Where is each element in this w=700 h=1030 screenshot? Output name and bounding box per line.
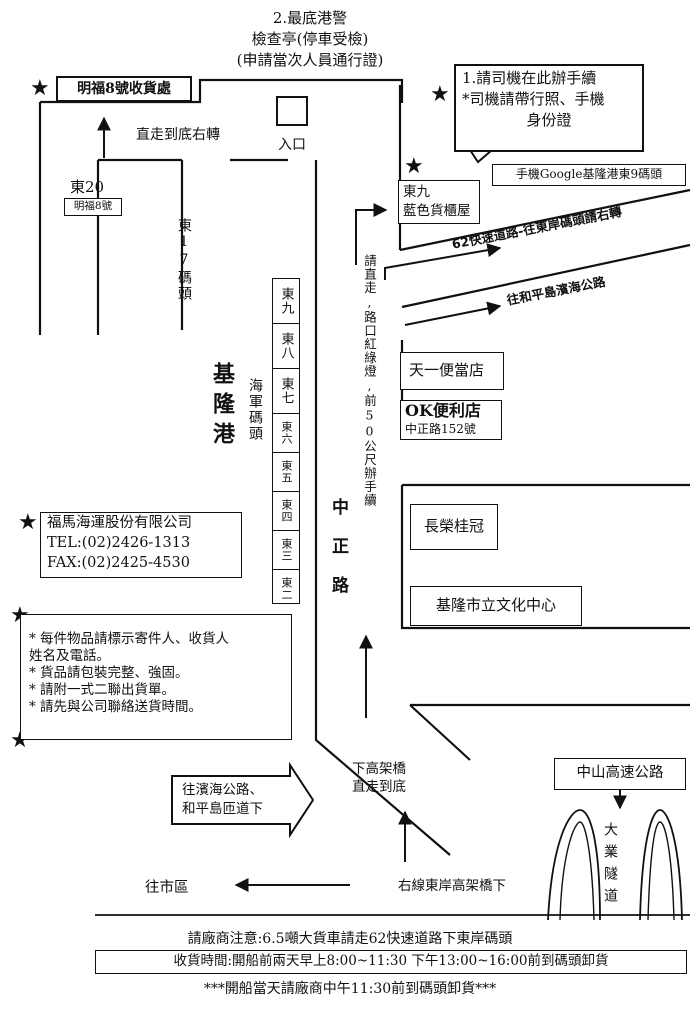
mingfu-label: 明福8號收貨處 bbox=[77, 81, 171, 97]
checkpoint-line3: (申請當次人員通行證) bbox=[236, 51, 384, 69]
vertical-instruction-note: 請直走,路口紅綠燈,前50公尺辦手續 bbox=[362, 254, 377, 507]
note-line-2: 姓名及電話。 bbox=[29, 648, 110, 664]
to-city-label: 往市區 bbox=[145, 880, 189, 896]
driver-instructions-box: 1.請司機在此辦手續 *司機請帶行照、手機 身份證 bbox=[454, 64, 644, 152]
east20-sub-label: 明福8號 bbox=[73, 200, 113, 212]
wharf-east5-label: 東五 bbox=[280, 460, 293, 484]
checkpoint-line2: 檢查亭(停車受檢) bbox=[251, 30, 369, 48]
mingfu-receiving-box: 明福8號收貨處 bbox=[56, 76, 192, 102]
culture-center-box: 基隆市立文化中心 bbox=[410, 586, 582, 626]
wharf-east6-label: 東六 bbox=[280, 421, 293, 445]
star-icon: ★ bbox=[430, 82, 450, 107]
note-line-3: * 貨品請包裝完整、強固。 bbox=[29, 665, 189, 681]
driver-line3: 身份證 bbox=[526, 111, 572, 129]
footer-notice: 請廠商注意:6.5噸大貨車請走62快速道路下東岸碼頭 bbox=[187, 931, 513, 947]
wharf-east8-label: 東八 bbox=[278, 332, 294, 360]
wharf-east3-label: 東三 bbox=[280, 538, 293, 562]
east17-label: 東17碼頭 bbox=[176, 218, 192, 302]
wharf-east9: 東九 bbox=[273, 279, 299, 324]
wharf-east8: 東八 bbox=[273, 324, 299, 369]
changrong-box: 長榮桂冠 bbox=[410, 504, 498, 550]
google-note-label: 手機Google基隆港東9碼頭 bbox=[515, 167, 663, 181]
top-road-outer bbox=[40, 78, 404, 104]
coastal-line1: 往濱海公路、 bbox=[182, 782, 263, 798]
star-icon: ★ bbox=[30, 76, 50, 101]
overpass-down-label: 下高架橋 直走到底 bbox=[352, 760, 406, 796]
coastal-box-text: 往濱海公路、 和平島匝道下 bbox=[182, 781, 263, 819]
heping-road-edge bbox=[401, 243, 691, 309]
road-62-edge bbox=[399, 188, 691, 252]
arrow-62-road bbox=[384, 243, 502, 280]
ok-store-box: OK便利店 中正路152號 bbox=[400, 400, 502, 440]
driver-line2: *司機請帶行照、手機 bbox=[462, 90, 605, 108]
east9-sub: 藍色貨櫃屋 bbox=[403, 203, 471, 219]
coastal-arrow-shape bbox=[171, 761, 315, 839]
note-line-5: * 請先與公司聯絡送貨時間。 bbox=[29, 699, 203, 715]
east9-name: 東九 bbox=[403, 184, 430, 200]
navy-wharf-label: 海軍碼頭 bbox=[247, 378, 263, 442]
wharf-east3: 東三 bbox=[273, 531, 299, 570]
go-straight-right-label: 直走到底右轉 bbox=[136, 127, 220, 143]
company-tel: TEL:(02)2426-1313 bbox=[47, 535, 191, 551]
checkpoint-line1: 2.最底港警 bbox=[272, 9, 348, 27]
checkpoint-label: 2.最底港警 檢查亭(停車受檢) (申請當次人員通行證) bbox=[190, 8, 430, 71]
arrow-heping-road bbox=[404, 301, 502, 326]
arrow-to-east9 bbox=[355, 203, 388, 265]
note-line-1: * 每件物品請標示寄件人、收貨人 bbox=[29, 631, 230, 647]
checkpoint-booth bbox=[276, 96, 308, 126]
east9-container-box: 東九 藍色貨櫃屋 bbox=[398, 180, 480, 224]
company-name: 福馬海運股份有限公司 bbox=[47, 515, 192, 531]
zhongshan-highway-label: 中山高速公路 bbox=[576, 765, 664, 781]
company-box: 福馬海運股份有限公司 TEL:(02)2426-1313 FAX:(02)242… bbox=[40, 512, 242, 578]
wharf-east4-label: 東四 bbox=[280, 499, 293, 523]
wharf-east9-label: 東九 bbox=[278, 287, 294, 315]
driver-line1: 1.請司機在此辦手續 bbox=[462, 69, 597, 87]
tianyi-bento-box: 天一便當店 bbox=[400, 352, 504, 390]
wharf-column: 東九 東八 東七 東六 東五 東四 東三 東二 bbox=[272, 278, 300, 604]
wharf-east2: 東二 bbox=[273, 570, 299, 608]
footer-receiving-hours-box: 收貨時間:開船前兩天早上8:00~11:30 下午13:00~16:00前到碼頭… bbox=[95, 950, 687, 974]
coastal-line2: 和平島匝道下 bbox=[182, 801, 263, 817]
culture-center-label: 基隆市立文化中心 bbox=[435, 596, 556, 614]
zhongshan-highway-box: 中山高速公路 bbox=[554, 758, 686, 790]
google-note-box: 手機Google基隆港東9碼頭 bbox=[492, 164, 686, 186]
company-fax: FAX:(02)2425-4530 bbox=[47, 555, 190, 571]
zhongzheng-road-label: 中正路 bbox=[328, 498, 348, 615]
ok-store-addr: 中正路152號 bbox=[405, 422, 476, 436]
footer-receiving-hours: 收貨時間:開船前兩天早上8:00~11:30 下午13:00~16:00前到碼頭… bbox=[173, 953, 609, 969]
ok-store-name: OK便利店 bbox=[405, 401, 481, 420]
star-icon: ★ bbox=[404, 154, 424, 179]
changrong-label: 長榮桂冠 bbox=[423, 517, 484, 535]
wharf-east7-label: 東七 bbox=[278, 377, 294, 405]
east-block-edge bbox=[400, 485, 690, 630]
footer-sailing-day: ***開船當天請廠商中午11:30前到碼頭卸貨*** bbox=[203, 981, 497, 997]
daye-tunnel-label: 大業隧道 bbox=[602, 822, 618, 910]
entrance-label: 入口 bbox=[278, 137, 306, 153]
wharf-east7: 東七 bbox=[273, 369, 299, 414]
star-icon: ★ bbox=[18, 510, 38, 535]
overpass-line2: 直走到底 bbox=[352, 779, 406, 795]
note-line-4: * 請附一式二聯出貨單。 bbox=[29, 682, 176, 698]
wharf-east6: 東六 bbox=[273, 414, 299, 453]
overpass-line1: 下高架橋 bbox=[352, 761, 406, 777]
right-lane-label: 右線東岸高架橋下 bbox=[398, 878, 506, 894]
wharf-east5: 東五 bbox=[273, 453, 299, 492]
wharf-east2-label: 東二 bbox=[280, 577, 293, 601]
east20-sub-box: 明福8號 bbox=[64, 198, 122, 216]
east20-label: 東20 bbox=[70, 178, 105, 196]
wharf-east4: 東四 bbox=[273, 492, 299, 531]
keelung-port-label: 基隆港 bbox=[209, 362, 235, 452]
tianyi-label: 天一便當店 bbox=[409, 361, 485, 379]
notes-box: * 每件物品請標示寄件人、收貨人 姓名及電話。 * 貨品請包裝完整、強固。 * … bbox=[20, 614, 292, 740]
